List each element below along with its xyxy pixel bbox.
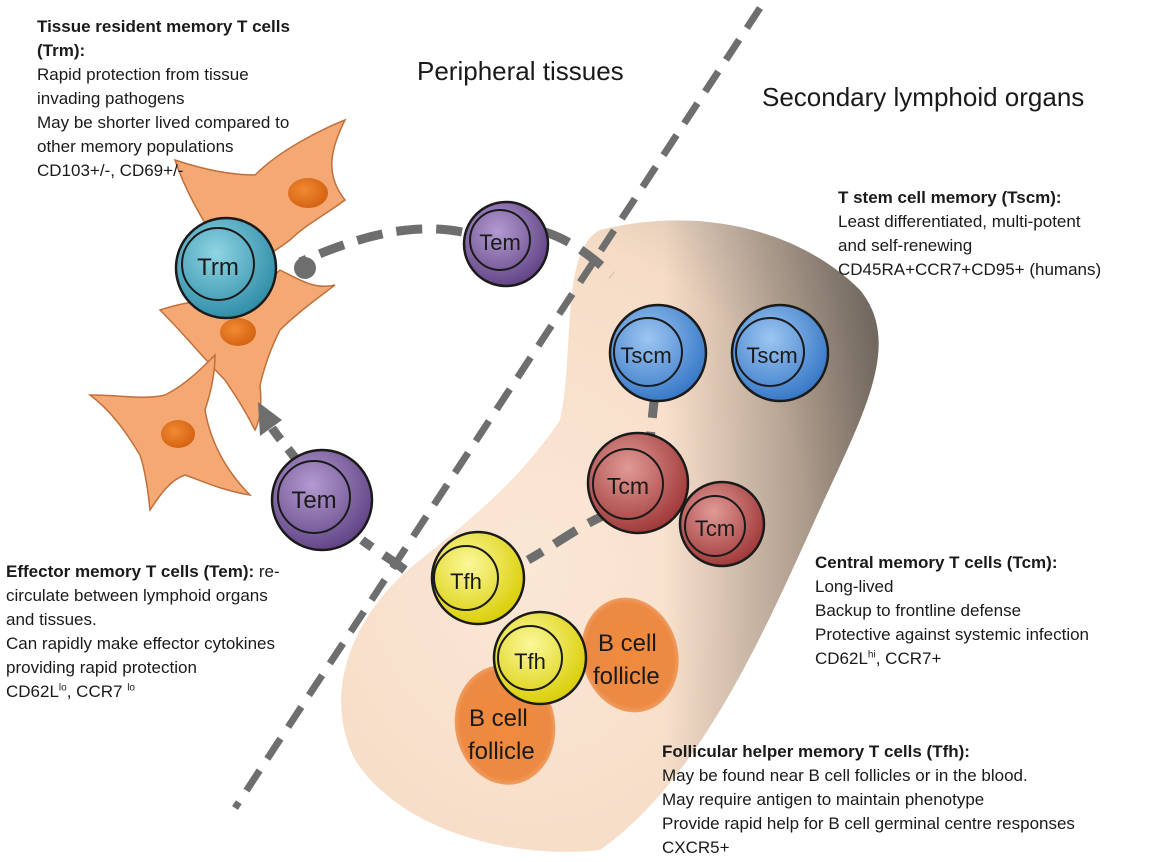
tem-title: Effector memory T cells (Tem): <box>6 562 255 581</box>
tfh-line: Provide rapid help for B cell germinal c… <box>662 814 1075 833</box>
trm-line: CD103+/-, CD69+/- <box>37 161 184 180</box>
cell-tem: Tem <box>462 200 550 288</box>
cell-label: Tcm <box>695 516 735 541</box>
trm-title: Tissue resident memory T cells <box>37 17 290 36</box>
cell-label: Trm <box>197 254 239 281</box>
cell-label: Tem <box>291 487 336 514</box>
follicle-label: B cell <box>598 630 657 657</box>
cell-tscm: Tscm <box>608 303 708 403</box>
nucleus <box>161 420 195 448</box>
follicle-label: follicle <box>468 738 535 765</box>
tem-markers: CD62Llo, CCR7 lo <box>6 680 351 704</box>
tcm-markers: CD62Lhi, CCR7+ <box>815 647 1165 671</box>
tcm-description: Central memory T cells (Tcm): Long-lived… <box>815 551 1165 671</box>
nucleus <box>220 318 256 346</box>
cell-tfh: Tfh <box>430 530 526 626</box>
tfh-line: CXCR5+ <box>662 838 730 857</box>
tem-marker-a-sup: lo <box>58 682 67 694</box>
cell-label: Tfh <box>514 649 546 674</box>
tem-line: circulate between lymphoid organs <box>6 586 268 605</box>
tfh-line: May be found near B cell follicles or in… <box>662 766 1028 785</box>
cell-tscm: Tscm <box>730 303 830 403</box>
tem-line: and tissues. <box>6 610 97 629</box>
tem-title-tail: re- <box>254 562 280 581</box>
migration-path-lymphoid-to-tem <box>359 536 408 574</box>
tem-marker-a: CD62L <box>6 682 59 701</box>
tcm-marker-b: , CCR7+ <box>875 649 942 668</box>
trm-line: other memory populations <box>37 137 234 156</box>
tem-line: Can rapidly make effector cytokines <box>6 634 275 653</box>
arrowhead-icon <box>258 402 282 436</box>
tscm-description: T stem cell memory (Tscm): Least differe… <box>838 186 1168 282</box>
cell-tfh: Tfh <box>492 610 588 706</box>
cell-trm: Trm <box>174 216 278 320</box>
tscm-line: CD45RA+CCR7+CD95+ (humans) <box>838 260 1102 279</box>
trm-description: Tissue resident memory T cells (Trm): Ra… <box>37 15 367 183</box>
tcm-marker-a-sup: hi <box>867 649 876 661</box>
tfh-line: May require antigen to maintain phenotyp… <box>662 790 985 809</box>
migration-path-start-dot <box>294 257 316 279</box>
tem-marker-b: , CCR7 <box>66 682 128 701</box>
tcm-line: Protective against systemic infection <box>815 625 1090 644</box>
follicle-label: B cell <box>469 705 528 732</box>
tcm-line: Long-lived <box>815 577 894 596</box>
tem-marker-b-sup: lo <box>127 682 135 694</box>
nucleus <box>288 178 328 208</box>
region-title-lymphoid: Secondary lymphoid organs <box>762 82 1085 112</box>
cell-label: Tem <box>479 230 521 255</box>
cell-label: Tscm <box>746 343 797 368</box>
migration-path-tem-to-lymphoid <box>543 227 616 279</box>
region-title-peripheral: Peripheral tissues <box>417 56 624 86</box>
trm-line: May be shorter lived compared to <box>37 113 290 132</box>
cell-tcm: Tcm <box>678 480 766 568</box>
cell-tem: Tem <box>270 448 374 552</box>
cell-label: Tscm <box>620 343 671 368</box>
tissue-boundary-line <box>232 6 763 810</box>
tfh-description: Follicular helper memory T cells (Tfh): … <box>662 740 1168 860</box>
cell-label: Tfh <box>450 569 482 594</box>
b-cell-follicle <box>581 597 679 713</box>
follicle-label: follicle <box>593 663 660 690</box>
tcm-title: Central memory T cells (Tcm): <box>815 553 1058 572</box>
cell-tcm: Tcm <box>586 431 690 535</box>
trm-line: Rapid protection from tissue <box>37 65 249 84</box>
trm-title-abbrev: (Trm): <box>37 41 86 60</box>
tcm-line: Backup to frontline defense <box>815 601 1022 620</box>
tscm-line: Least differentiated, multi-potent <box>838 212 1081 231</box>
tem-line: providing rapid protection <box>6 658 197 677</box>
tfh-title: Follicular helper memory T cells (Tfh): <box>662 742 970 761</box>
trm-line: invading pathogens <box>37 89 185 108</box>
tscm-title: T stem cell memory (Tscm): <box>838 188 1062 207</box>
tem-description: Effector memory T cells (Tem): re- circu… <box>6 560 351 704</box>
tcm-marker-a: CD62L <box>815 649 868 668</box>
tem-title-line: Effector memory T cells (Tem): re- <box>6 560 351 584</box>
cell-label: Tcm <box>607 473 649 499</box>
migration-path-tem-to-trm <box>298 224 463 267</box>
tscm-line: and self-renewing <box>838 236 973 255</box>
